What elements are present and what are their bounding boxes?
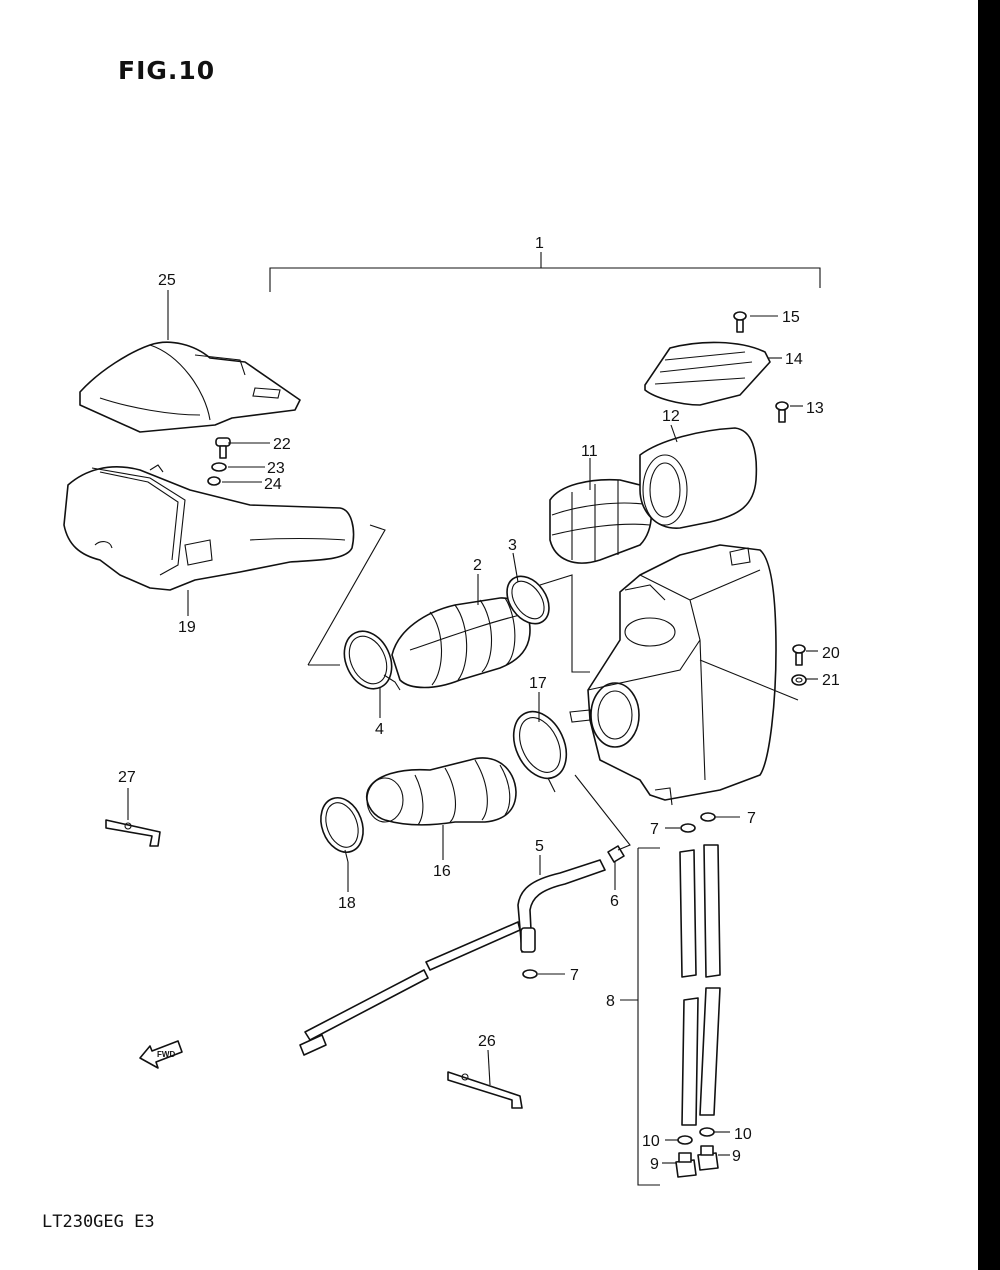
part-17-clamp[interactable] (503, 703, 576, 793)
fwd-label: FWD (157, 1050, 175, 1059)
callout-6: 6 (610, 893, 619, 910)
callout-21: 21 (822, 672, 840, 689)
part-12-filter-element[interactable] (639, 427, 758, 529)
figure-title: FIG.10 (118, 56, 216, 85)
fwd-arrow-icon: FWD (139, 1040, 183, 1069)
callout-23: 23 (267, 460, 285, 477)
part-25-cover[interactable] (79, 341, 301, 433)
callout-10a: 10 (642, 1133, 660, 1150)
callout-24: 24 (264, 476, 282, 493)
part-5-breather-hose[interactable] (299, 859, 606, 1056)
callout-5: 5 (535, 838, 544, 855)
callout-18: 18 (338, 895, 356, 912)
callout-12: 12 (662, 408, 680, 425)
leader-lines (127, 290, 818, 1186)
part-10-clip-a[interactable] (677, 1135, 693, 1145)
callout-9b: 9 (732, 1148, 741, 1165)
callout-14: 14 (785, 351, 803, 368)
part-3-clamp[interactable] (498, 568, 557, 631)
part-23-washer[interactable] (211, 462, 227, 472)
page-edge-bar (978, 0, 1000, 1270)
callout-11: 11 (581, 443, 598, 460)
part-21-washer[interactable] (791, 674, 807, 686)
callout-9a: 9 (650, 1156, 659, 1173)
part-18-clamp[interactable] (314, 792, 371, 863)
callout-27: 27 (118, 769, 136, 786)
callout-3: 3 (508, 537, 517, 554)
callout-22: 22 (273, 436, 291, 453)
part-6-clip[interactable] (607, 845, 625, 863)
callout-13: 13 (806, 400, 824, 417)
part-14-cap[interactable] (644, 341, 771, 406)
part-7-clip-a[interactable] (680, 823, 696, 833)
assembly-bracket (269, 252, 821, 292)
callout-7b: 7 (747, 810, 756, 827)
callout-1: 1 (535, 235, 544, 252)
callout-2: 2 (473, 557, 482, 574)
part-26-bracket[interactable] (447, 1071, 523, 1109)
callout-numbers: 1 25 22 23 24 19 4 2 3 11 12 15 14 13 20… (118, 235, 840, 1173)
model-code: LT230GEG E3 (42, 1212, 155, 1232)
callout-7c: 7 (570, 967, 579, 984)
callout-20: 20 (822, 645, 840, 662)
callout-25: 25 (158, 272, 176, 289)
part-27-bracket[interactable] (105, 819, 161, 847)
part-4-clamp[interactable] (335, 624, 401, 697)
part-2-connector-boot[interactable] (391, 597, 531, 689)
callout-19: 19 (178, 619, 196, 636)
part-10-clip-b[interactable] (699, 1127, 715, 1137)
callout-7a: 7 (650, 821, 659, 838)
part-20-bolt[interactable] (792, 644, 806, 666)
part-9-plug-a[interactable] (675, 1152, 697, 1178)
part-19-intake-duct[interactable] (63, 464, 355, 591)
part-16-intake-hose[interactable] (366, 757, 517, 826)
part-15-screw[interactable] (733, 311, 747, 333)
part-24-washer[interactable] (207, 476, 221, 486)
part-9-plug-b[interactable] (697, 1145, 719, 1171)
callout-17: 17 (529, 675, 547, 692)
part-8-drain-hoses[interactable] (679, 844, 721, 1126)
callout-15: 15 (782, 309, 800, 326)
callout-26: 26 (478, 1033, 496, 1050)
callout-16: 16 (433, 863, 451, 880)
part-7-clip-c[interactable] (522, 969, 538, 979)
callout-4: 4 (375, 721, 384, 738)
part-11-element-cage[interactable] (549, 478, 666, 564)
callout-8: 8 (606, 993, 615, 1010)
part-7-clip-b[interactable] (700, 812, 716, 822)
part-22-screw[interactable] (215, 437, 231, 459)
air-cleaner-case[interactable] (569, 544, 777, 806)
part-13-screw[interactable] (775, 401, 789, 423)
callout-10b: 10 (734, 1126, 752, 1143)
